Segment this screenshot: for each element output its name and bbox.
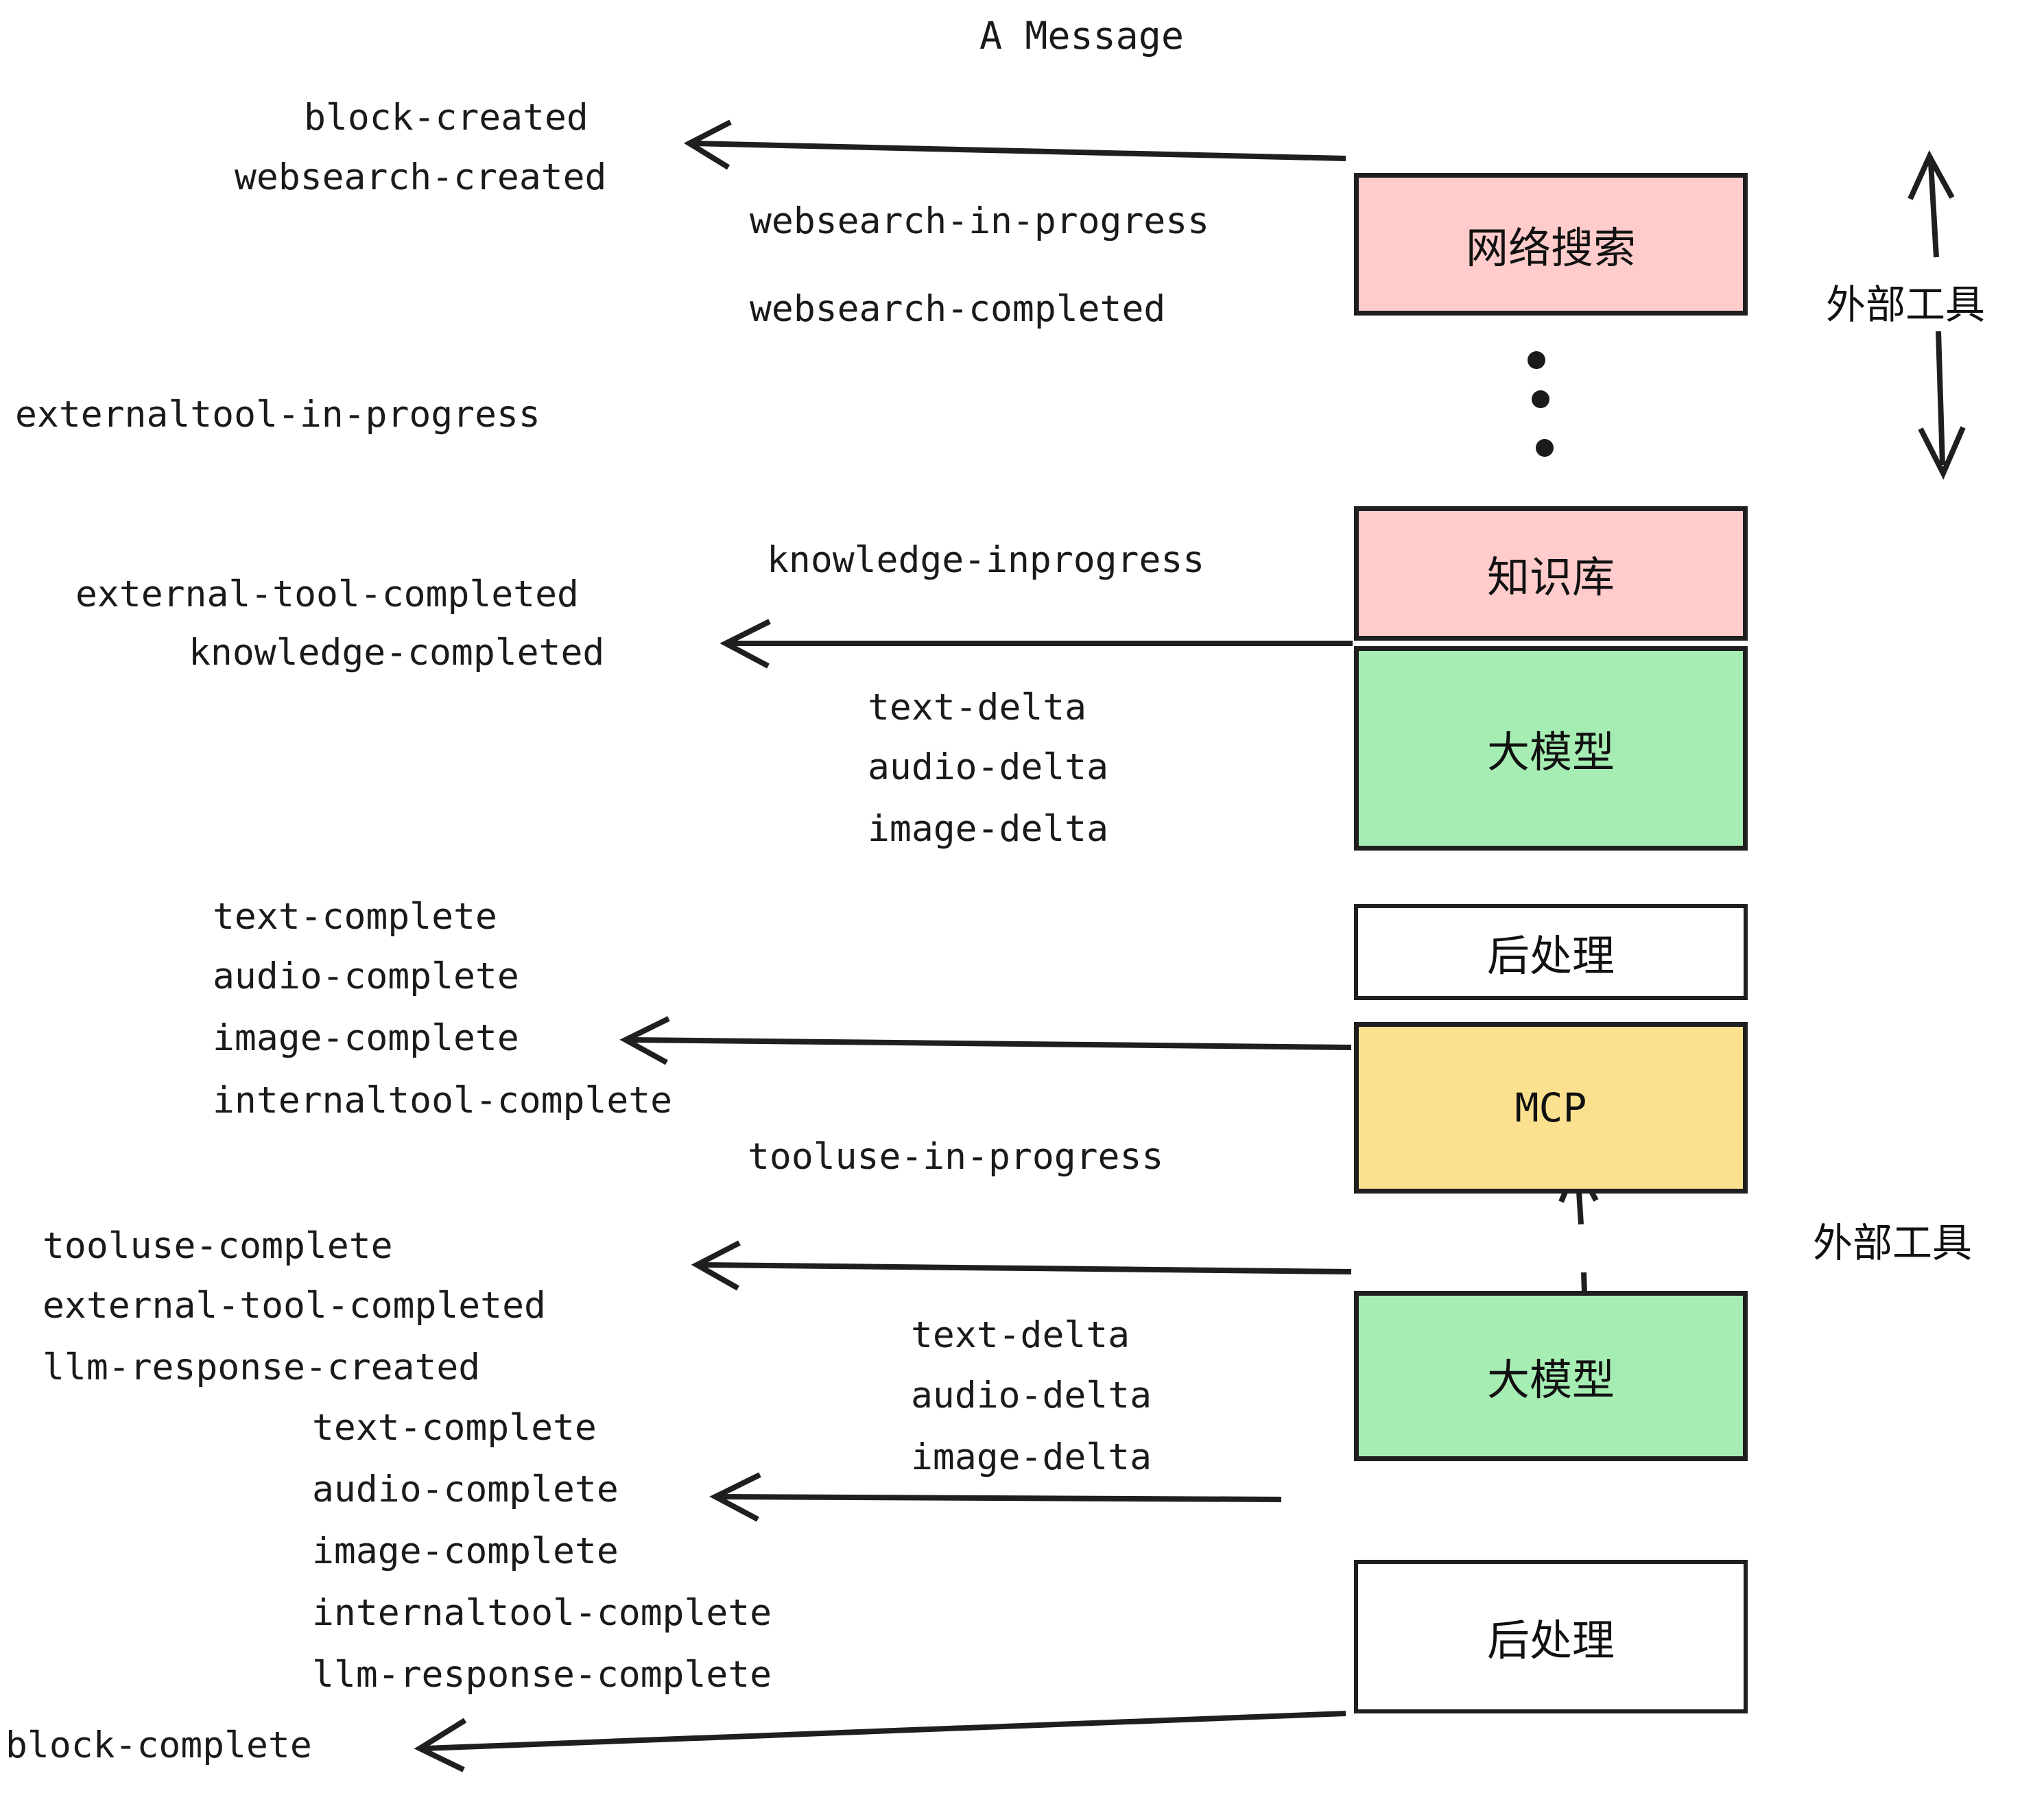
arrow-llm2-to-audio-complete bbox=[709, 1472, 1282, 1522]
event-external-tool-completed-1: external-tool-completed bbox=[75, 573, 579, 615]
event-websearch-completed: websearch-completed bbox=[750, 288, 1166, 330]
event-audio-delta-1: audio-delta bbox=[868, 746, 1108, 788]
event-llm-response-created: llm-response-created bbox=[43, 1346, 481, 1388]
ellipsis-dot-2 bbox=[1532, 390, 1549, 408]
event-audio-complete-1: audio-complete bbox=[213, 956, 519, 997]
event-audio-delta-2: audio-delta bbox=[911, 1375, 1152, 1416]
event-text-delta-1: text-delta bbox=[868, 687, 1087, 728]
stage-box-websearch[interactable]: 网络搜索 bbox=[1354, 173, 1748, 316]
stage-box-postprocess-2-label: 后处理 bbox=[1486, 1615, 1615, 1665]
event-llm-response-complete: llm-response-complete bbox=[312, 1654, 772, 1696]
event-block-complete: block-complete bbox=[5, 1724, 312, 1766]
event-externaltool-in-progress: externaltool-in-progress bbox=[15, 394, 540, 436]
event-tooluse-in-progress: tooluse-in-progress bbox=[748, 1136, 1164, 1178]
arrow-websearch-to-block-created bbox=[683, 119, 1346, 170]
event-image-complete-2: image-complete bbox=[312, 1530, 619, 1572]
event-websearch-created: websearch-created bbox=[235, 156, 607, 198]
arrow-postprocess1-to-image-complete bbox=[619, 1016, 1352, 1065]
side-label-external-tool-top: 外部工具 bbox=[1826, 281, 1986, 328]
stage-box-postprocess-2[interactable]: 后处理 bbox=[1354, 1560, 1748, 1713]
ellipsis-dot-1 bbox=[1528, 351, 1545, 369]
event-image-complete-1: image-complete bbox=[213, 1017, 519, 1059]
arrow-mcp-to-tooluse-complete bbox=[691, 1240, 1352, 1291]
stage-box-mcp-label: MCP bbox=[1514, 1084, 1587, 1131]
event-audio-complete-2: audio-complete bbox=[312, 1469, 619, 1510]
event-text-complete-1: text-complete bbox=[213, 896, 497, 938]
ellipsis-dot-3 bbox=[1536, 439, 1554, 457]
side-label-external-tool-bottom: 外部工具 bbox=[1813, 1220, 1973, 1266]
event-image-delta-2: image-delta bbox=[911, 1436, 1152, 1478]
event-text-delta-2: text-delta bbox=[911, 1314, 1130, 1356]
stage-box-llm-2-label: 大模型 bbox=[1486, 1355, 1615, 1405]
arrow-knowledge-to-knowledge-completed bbox=[720, 619, 1353, 669]
event-text-complete-2: text-complete bbox=[312, 1407, 597, 1449]
stage-box-postprocess-1[interactable]: 后处理 bbox=[1354, 904, 1748, 1000]
stage-box-llm-2[interactable]: 大模型 bbox=[1354, 1291, 1748, 1461]
event-tooluse-complete: tooluse-complete bbox=[43, 1225, 393, 1267]
event-external-tool-completed-2: external-tool-completed bbox=[43, 1285, 546, 1327]
page-title: A Message bbox=[979, 14, 1185, 58]
event-internaltool-complete-1: internaltool-complete bbox=[213, 1080, 673, 1121]
event-image-delta-1: image-delta bbox=[868, 808, 1108, 850]
stage-box-mcp[interactable]: MCP bbox=[1354, 1022, 1748, 1194]
event-block-created: block-created bbox=[304, 97, 589, 139]
arrow-postprocess2-to-block-complete bbox=[414, 1711, 1346, 1772]
stage-box-knowledge-label: 知识库 bbox=[1486, 552, 1615, 602]
stage-box-llm-1-label: 大模型 bbox=[1486, 727, 1615, 777]
stage-box-llm-1[interactable]: 大模型 bbox=[1354, 646, 1748, 851]
stage-box-websearch-label: 网络搜索 bbox=[1465, 223, 1636, 273]
event-knowledge-inprogress: knowledge-inprogress bbox=[767, 539, 1205, 581]
stage-box-postprocess-1-label: 后处理 bbox=[1486, 931, 1615, 981]
stage-box-knowledge[interactable]: 知识库 bbox=[1354, 506, 1748, 641]
event-websearch-in-progress: websearch-in-progress bbox=[750, 200, 1210, 242]
event-knowledge-completed: knowledge-completed bbox=[189, 632, 605, 674]
event-internaltool-complete-2: internaltool-complete bbox=[312, 1592, 772, 1634]
external-tool-arrow-top bbox=[1908, 150, 1966, 480]
